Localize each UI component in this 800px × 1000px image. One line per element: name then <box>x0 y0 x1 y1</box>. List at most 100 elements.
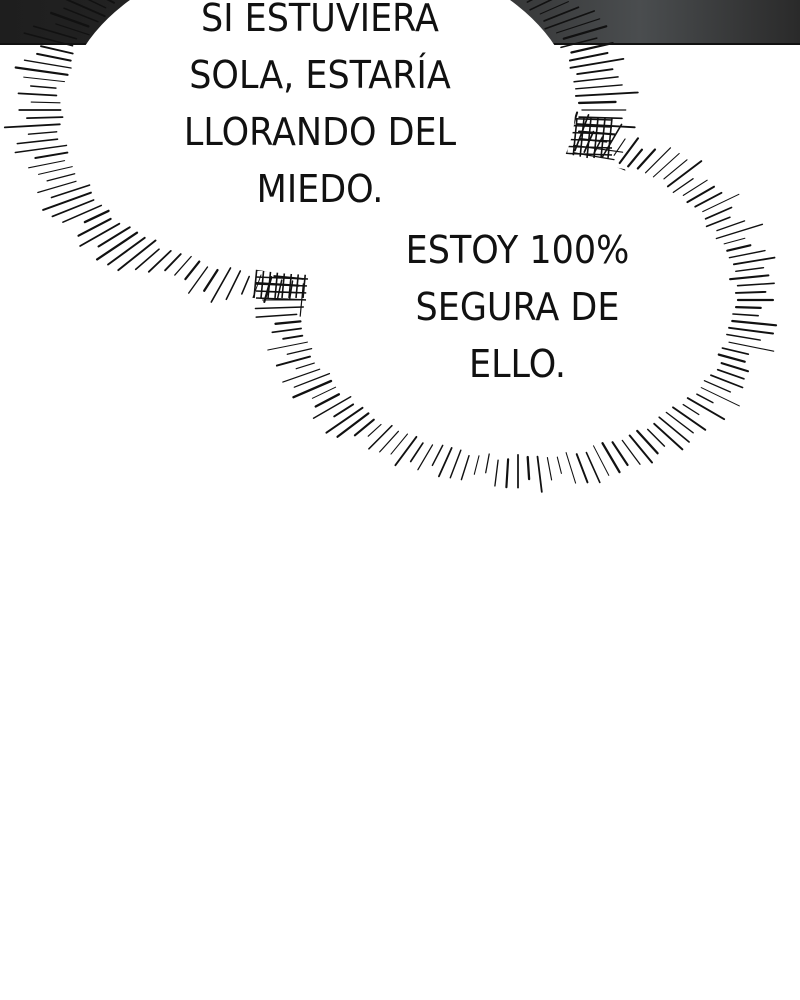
burst-ray <box>734 305 762 310</box>
burst-ray <box>716 368 745 380</box>
hatch-line <box>607 117 613 159</box>
burst-ray <box>77 217 112 237</box>
burst-ray <box>621 439 641 465</box>
burst-ray <box>174 255 192 276</box>
burst-ray <box>560 37 598 49</box>
burst-ray <box>665 411 694 434</box>
burst-ray <box>390 433 409 455</box>
speech-line: ELLO. <box>468 342 567 386</box>
burst-ray <box>565 452 577 484</box>
burst-ray <box>505 458 510 489</box>
burst-ray <box>723 237 746 245</box>
burst-ray <box>27 131 58 135</box>
burst-ray <box>314 393 341 408</box>
burst-ray <box>36 52 72 62</box>
burst-ray <box>672 178 694 194</box>
burst-ray <box>644 147 672 174</box>
speech-line: ESTOY 100% <box>405 228 630 272</box>
burst-ray <box>87 0 107 9</box>
burst-ray <box>117 239 157 272</box>
burst-ray <box>652 152 680 178</box>
burst-ray <box>726 244 752 252</box>
burst-ray <box>726 333 761 341</box>
burst-ray <box>293 372 331 388</box>
burst-ray <box>494 459 499 487</box>
burst-ray <box>556 456 562 474</box>
burst-ray <box>729 274 770 281</box>
burst-ray <box>611 441 629 467</box>
burst-ray <box>62 204 103 223</box>
burst-ray <box>575 84 623 90</box>
burst-ray <box>210 267 232 303</box>
burst-ray <box>282 334 304 340</box>
burst-ray <box>295 362 315 370</box>
burst-ray <box>704 206 733 220</box>
burst-ray <box>379 430 400 453</box>
bubble-2-fill <box>306 150 730 450</box>
burst-ray <box>546 457 553 481</box>
burst-ray <box>636 429 659 455</box>
burst-ray <box>83 209 110 224</box>
burst-ray <box>449 449 462 479</box>
speech-line: SI ESTUVIERA <box>201 0 439 40</box>
speech-line: MIEDO. <box>256 167 384 211</box>
burst-ray <box>32 25 78 40</box>
burst-ray <box>577 100 617 105</box>
burst-ray <box>658 416 690 443</box>
burst-ray <box>526 0 534 3</box>
burst-ray <box>23 59 72 69</box>
burst-ray <box>107 236 146 266</box>
burst-ray <box>735 267 765 272</box>
burst-ray <box>292 379 333 399</box>
burst-ray <box>147 250 172 273</box>
burst-ray <box>312 395 352 419</box>
speech-bubble-2-text: ESTOY 100% SEGURA DE ELLO. <box>396 222 640 393</box>
burst-ray <box>325 406 364 434</box>
hatch-line <box>579 117 585 159</box>
burst-ray <box>409 442 424 463</box>
burst-ray <box>286 347 313 355</box>
burst-ray <box>682 179 708 196</box>
burst-ray <box>311 386 337 399</box>
burst-ray <box>702 193 740 213</box>
burst-ray <box>106 0 115 4</box>
speech-line: LLORANDO DEL <box>183 110 457 154</box>
burst-ray <box>276 279 283 300</box>
burst-ray <box>438 447 453 478</box>
burst-ray <box>544 10 596 30</box>
burst-ray <box>672 406 707 431</box>
burst-ray <box>703 380 732 393</box>
burst-ray <box>353 418 375 437</box>
burst-ray <box>164 253 182 272</box>
burst-ray <box>636 148 657 170</box>
burst-ray <box>184 260 201 281</box>
burst-ray <box>539 1 569 15</box>
burst-ray <box>682 403 700 416</box>
burst-ray <box>417 444 434 471</box>
hatch-line <box>255 290 309 294</box>
burst-ray <box>333 403 355 418</box>
hatch-line <box>255 297 309 301</box>
burst-ray <box>585 451 601 484</box>
burst-ray <box>578 116 623 120</box>
burst-bubble-2-rays <box>254 108 778 493</box>
burst-ray <box>529 0 553 11</box>
burst-ray <box>254 306 304 310</box>
burst-ray <box>715 223 764 240</box>
burst-ray <box>575 453 589 484</box>
hatch-line <box>255 283 309 287</box>
burst-ray <box>628 434 653 464</box>
burst-ray <box>63 7 99 23</box>
burst-ray <box>95 231 139 261</box>
burst-ray <box>241 275 250 295</box>
burst-ray <box>97 226 131 248</box>
speech-line: SEGURA DE <box>415 285 620 329</box>
burst-ray <box>570 41 614 54</box>
burst-ray <box>255 313 298 318</box>
burst-ray <box>14 144 68 154</box>
burst-ray <box>42 191 92 211</box>
burst-ray <box>203 268 219 292</box>
burst-ray <box>732 313 759 317</box>
burst-ray <box>526 455 531 481</box>
